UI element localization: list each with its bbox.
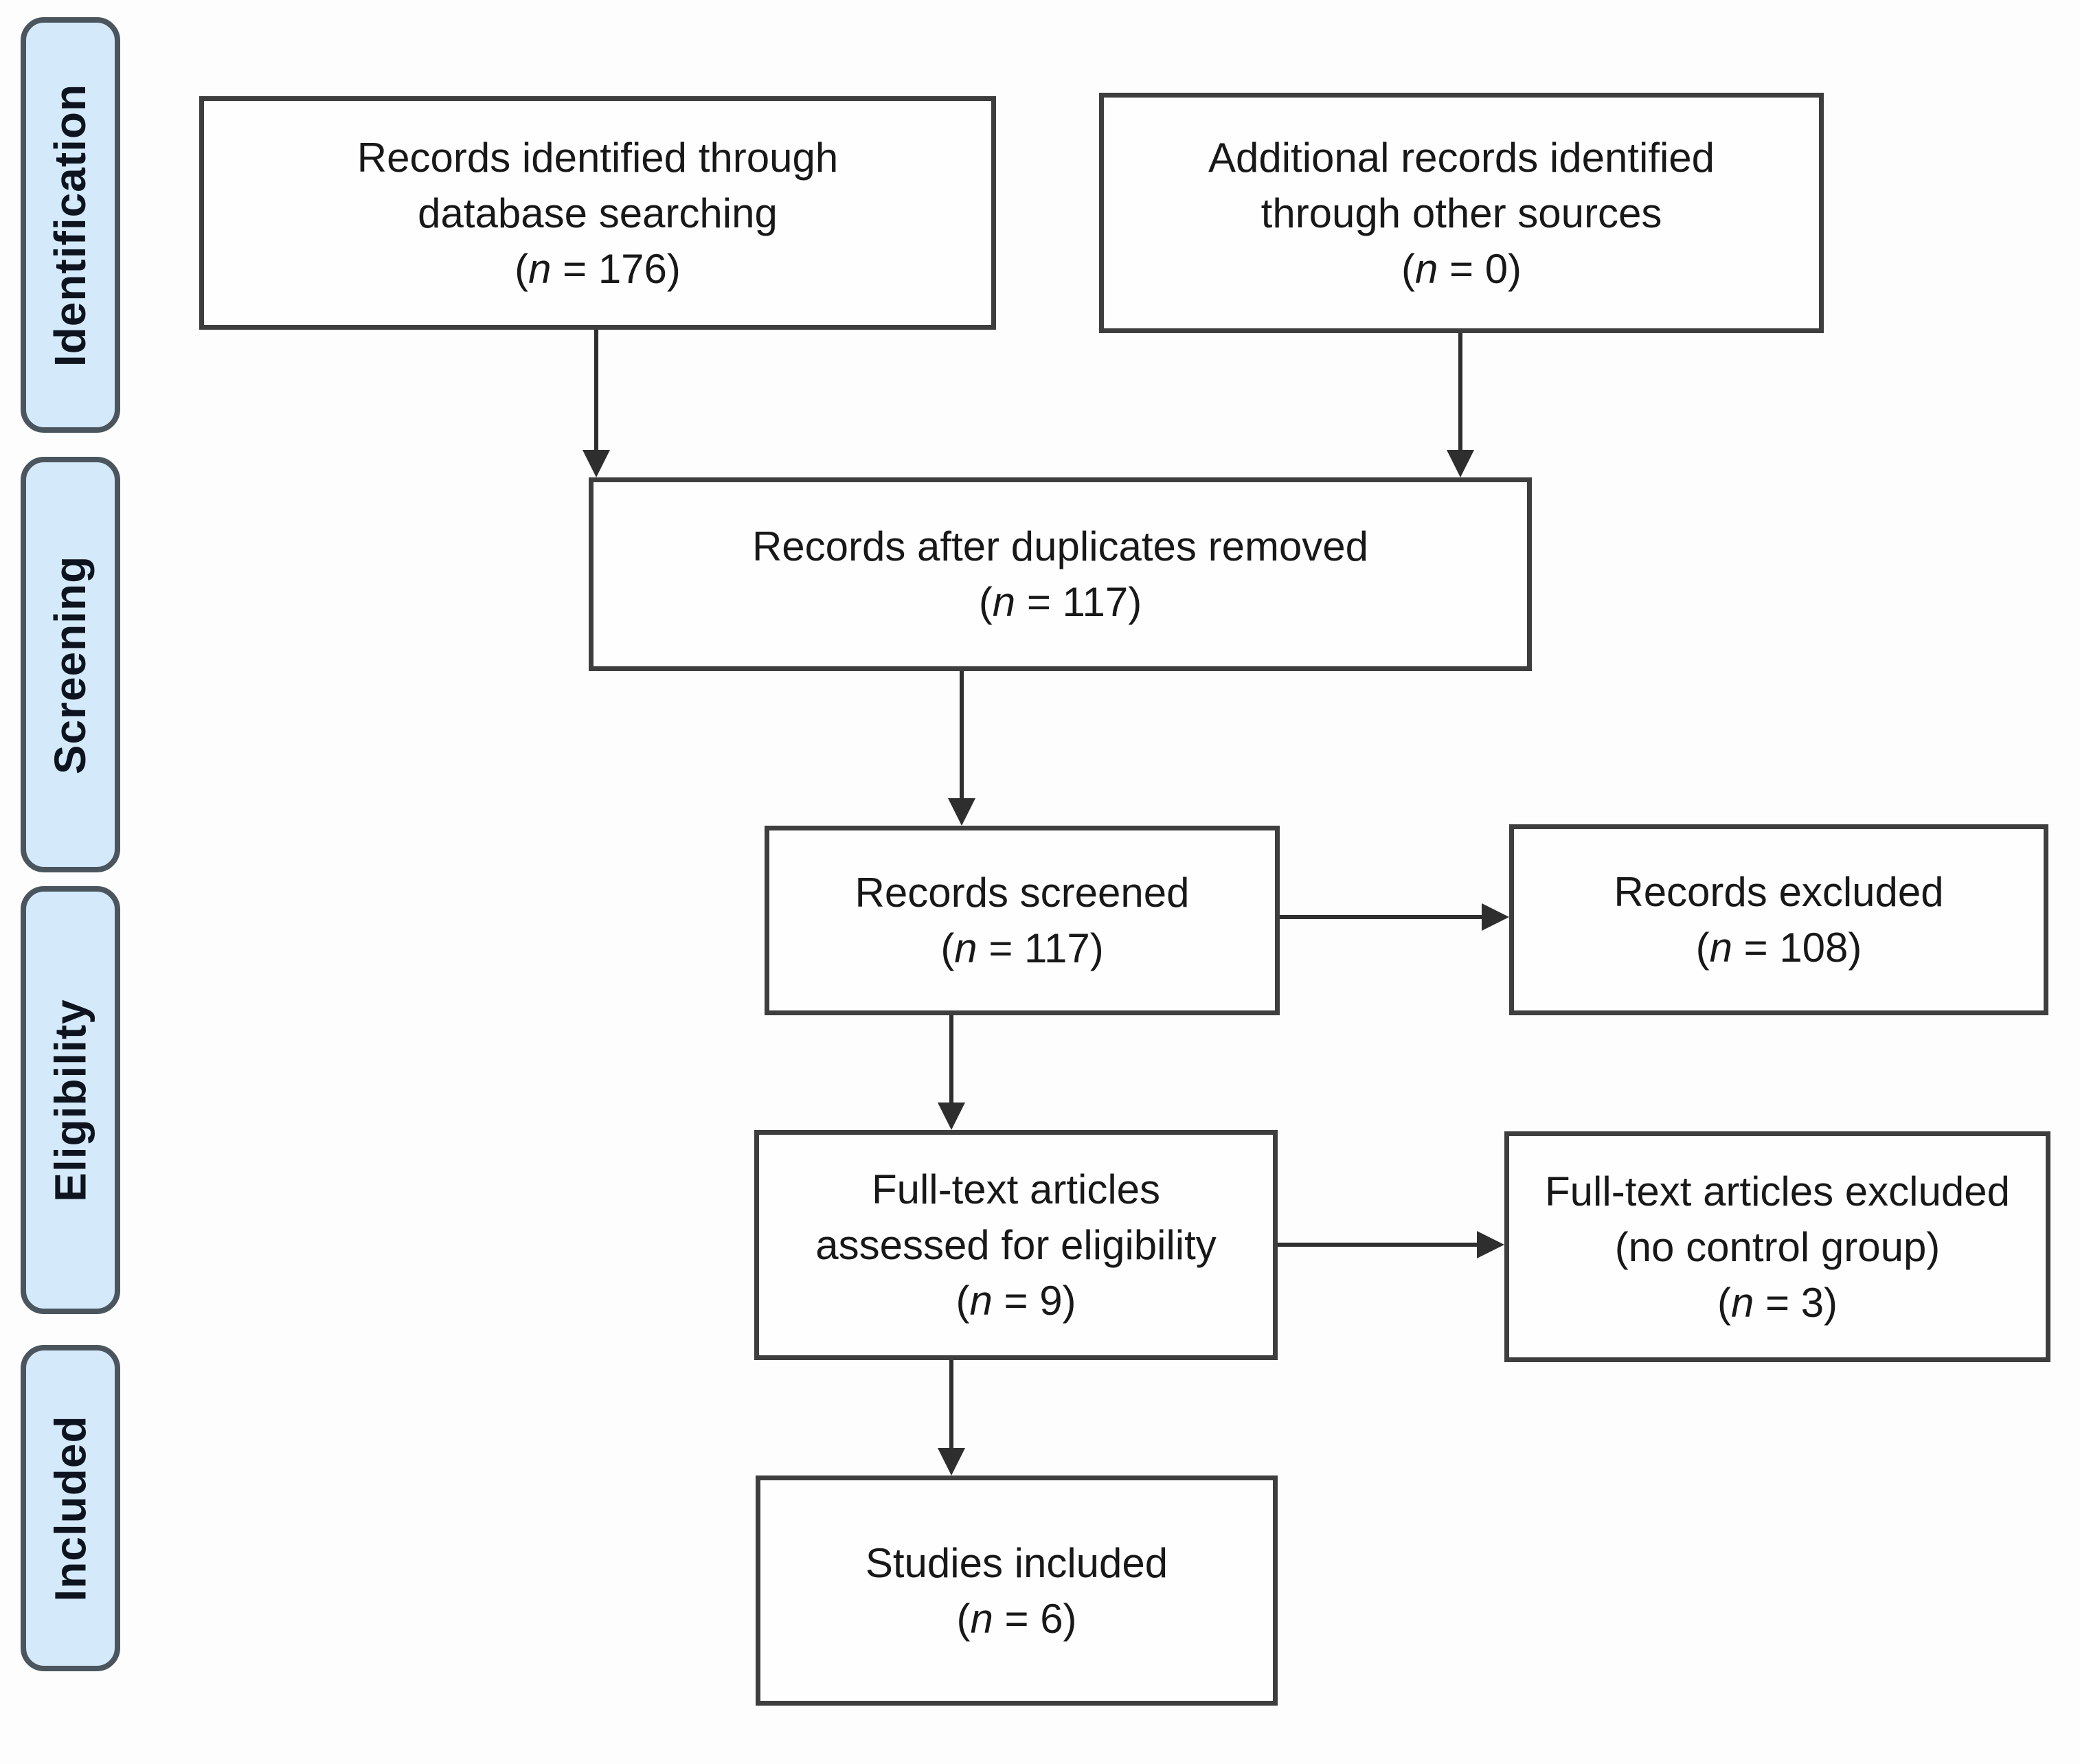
box-text-line: through other sources — [1261, 190, 1662, 236]
stage-included: Included — [21, 1345, 120, 1671]
box-text-line: Full-text articles — [871, 1166, 1161, 1212]
box-text-line: Studies included — [865, 1539, 1168, 1586]
stage-included-label: Included — [45, 1414, 95, 1602]
arrowhead-fulltext-to-included — [938, 1448, 965, 1475]
box-text-line: database searching — [418, 190, 778, 236]
box-text-line: Records excluded — [1614, 869, 1944, 915]
stage-eligibility-label: Eligibility — [45, 998, 95, 1202]
box-text-line: Full-text articles excluded — [1545, 1168, 2010, 1214]
box-fulltext-excluded: Full-text articles excluded (no control … — [1504, 1131, 2050, 1362]
arrow-duplicates-to-screened — [960, 671, 964, 798]
box-n-count: (n = 176) — [515, 245, 681, 292]
stage-identification-label: Identification — [45, 83, 95, 367]
box-n-count: (n = 3) — [1717, 1279, 1838, 1326]
box-n-count: (n = 9) — [956, 1278, 1076, 1324]
arrow-identified-to-duplicates — [594, 330, 598, 450]
box-text-line: assessed for eligibility — [815, 1222, 1217, 1268]
arrowhead-screened-to-excluded — [1482, 903, 1509, 931]
box-records-identified: Records identified through database sear… — [199, 96, 996, 330]
box-records-screened: Records screened (n = 117) — [765, 826, 1280, 1015]
arrowhead-fulltext-to-ftexcluded — [1477, 1231, 1504, 1258]
stage-screening: Screening — [21, 457, 120, 872]
box-n-count: (n = 6) — [956, 1595, 1077, 1642]
box-n-count: (n = 117) — [978, 579, 1142, 625]
box-text-line: Records identified through — [357, 134, 839, 181]
arrowhead-identified-to-duplicates — [583, 450, 610, 477]
arrow-other-sources-to-duplicates — [1458, 333, 1462, 450]
arrowhead-other-sources-to-duplicates — [1447, 450, 1474, 477]
box-n-count: (n = 117) — [940, 925, 1104, 971]
arrow-screened-to-fulltext — [949, 1015, 953, 1102]
box-records-excluded: Records excluded (n = 108) — [1509, 824, 2048, 1015]
box-additional-records: Additional records identified through ot… — [1099, 93, 1824, 333]
stage-identification: Identification — [21, 17, 120, 433]
stage-screening-label: Screening — [45, 555, 95, 774]
stage-eligibility: Eligibility — [21, 886, 120, 1314]
box-text-line: Records after duplicates removed — [751, 523, 1369, 569]
arrowhead-screened-to-fulltext — [938, 1102, 965, 1130]
box-n-count: (n = 108) — [1695, 925, 1862, 971]
box-text-line: Records screened — [855, 870, 1190, 916]
box-text-line: Additional records identified — [1208, 134, 1715, 181]
box-n-count: (n = 0) — [1401, 245, 1522, 292]
arrow-fulltext-to-included — [949, 1360, 953, 1448]
box-studies-included: Studies included (n = 6) — [756, 1475, 1278, 1706]
arrow-fulltext-to-ftexcluded — [1278, 1243, 1477, 1247]
box-duplicates-removed: Records after duplicates removed (n = 11… — [589, 477, 1532, 671]
arrow-screened-to-excluded — [1280, 915, 1482, 919]
box-text-line: (no control group) — [1614, 1223, 1941, 1270]
box-fulltext-assessed: Full-text articles assessed for eligibil… — [754, 1130, 1278, 1360]
arrowhead-duplicates-to-screened — [948, 798, 975, 826]
